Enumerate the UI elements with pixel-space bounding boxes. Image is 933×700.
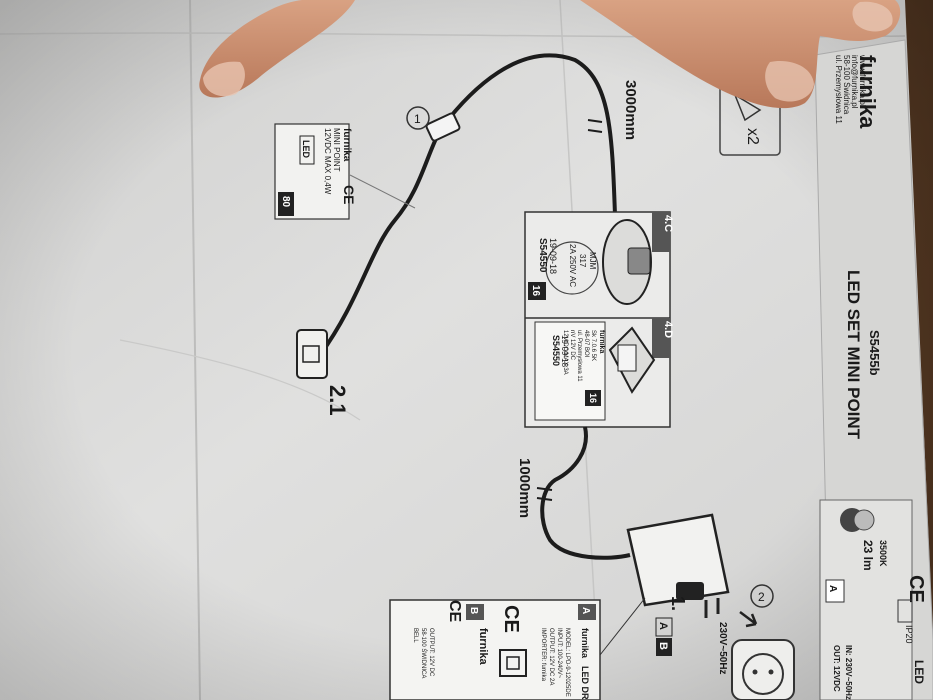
svg-text:1: 1 (414, 112, 421, 126)
mini-point-light (296, 329, 328, 379)
svg-text:23 lm: 23 lm (861, 540, 875, 571)
svg-text:MINI POINT: MINI POINT (332, 128, 341, 172)
quantity-label: x2 (744, 128, 761, 145)
switch-spec-seal (545, 241, 599, 295)
fingers (580, 0, 901, 109)
svg-text:OUT: 12VDC: OUT: 12VDC (832, 645, 841, 692)
wall-socket (731, 639, 795, 700)
svg-text:2: 2 (758, 590, 765, 604)
svg-text:A: A (580, 607, 591, 614)
svg-text:INPUT: 100-240V~: INPUT: 100-240V~ (556, 628, 562, 679)
product-title: LED SET MINI POINT (844, 270, 863, 440)
step-1-marker (406, 106, 430, 130)
svg-text:16: 16 (588, 393, 598, 403)
cable-length-3000: 3000mm (622, 80, 639, 140)
switch-4c-texts: MJM 317 2A 250V AC (568, 244, 597, 287)
step-1-label: 1. (668, 596, 688, 611)
ip-rating: IP20 (904, 625, 914, 644)
led-mark: LED (912, 660, 926, 684)
svg-text:LED DRIVER: LED DRIVER (580, 666, 590, 700)
step-2-1-label: 2.1 (325, 385, 350, 416)
cable-length-1000: 1000mm (516, 458, 533, 518)
svg-text:nV 12V DC: nV 12V DC (569, 330, 575, 361)
svg-text:ul. Przemysłowa 11: ul. Przemysłowa 11 (834, 55, 843, 124)
svg-text:BELL: BELL (412, 628, 418, 643)
svg-text:CE: CE (500, 605, 522, 633)
svg-text:B: B (468, 607, 479, 614)
code-4c: S54550 19-09-18 (537, 238, 558, 274)
step-2-marker (750, 584, 774, 608)
code-4d: S54550 19-09-18 (551, 335, 569, 368)
power-adapter (626, 513, 730, 607)
svg-text:furnika: furnika (598, 330, 605, 353)
svg-text:48-07 BOI: 48-07 BOI (583, 330, 589, 358)
plug-arrow (739, 611, 758, 628)
svg-text:MJM: MJM (588, 252, 597, 270)
driver-label (389, 599, 601, 700)
round-switch (602, 219, 652, 305)
svg-text:16: 16 (530, 285, 541, 297)
svg-text:furnika: furnika (477, 628, 489, 666)
svg-text:B: B (657, 642, 669, 650)
svg-text:317: 317 (578, 254, 587, 268)
mini-point-badge (278, 192, 294, 216)
svg-text:LED: LED (301, 140, 311, 159)
product-code: S5455b (867, 330, 882, 376)
svg-text:S54550: S54550 (551, 335, 561, 366)
svg-text:CE: CE (341, 185, 357, 204)
svg-text:12V/DC/MAX 3A: 12V/DC/MAX 3A (562, 330, 568, 375)
svg-text:furnika: furnika (580, 628, 590, 659)
address-block: ul. Przemysłowa 11 58-100 Świdnica info@… (834, 54, 867, 124)
io-specs: IN: 230V~50Hz OUT: 12VDC (832, 645, 853, 700)
ce-mark: CE (905, 575, 927, 603)
svg-text:furnika: furnika (341, 128, 352, 162)
svg-text:58-100 ŚWIDNICA: 58-100 ŚWIDNICA (420, 628, 428, 678)
svg-text:OUTPUT: 12V DC: OUTPUT: 12V DC (428, 628, 434, 677)
svg-text:19-09-18: 19-09-18 (560, 335, 569, 368)
svg-text:CE: CE (446, 600, 463, 623)
box-4d-title: 4.D (662, 321, 674, 338)
svg-text:2A 250V AC: 2A 250V AC (568, 244, 577, 287)
svg-text:19-09-18: 19-09-18 (548, 238, 558, 274)
cable-short (540, 426, 631, 560)
spec-texts: 3500K 23 lm (861, 540, 888, 571)
driver-specs: MODEL: LPD-9-12025DE INPUT: 100-240V~ OU… (540, 628, 570, 697)
svg-text:www.furnika.pl: www.furnika.pl (858, 54, 867, 107)
connector (425, 112, 461, 142)
driver-label-lines: OUTPUT: 12V DC 58-100 ŚWIDNICA BELL (412, 628, 434, 678)
svg-text:12VDC MAX 0,4W: 12VDC MAX 0,4W (323, 128, 332, 195)
svg-text:A: A (827, 585, 838, 592)
svg-text:58-100 Świdnica: 58-100 Świdnica (842, 55, 851, 115)
svg-text:S54550: S54550 (537, 238, 548, 273)
brand-logo: furnika (855, 55, 880, 129)
svg-text:IN: 230V~50Hz: IN: 230V~50Hz (844, 645, 853, 700)
svg-text:3500K: 3500K (878, 540, 888, 567)
svg-text:MODEL: LPD-9-12025DE: MODEL: LPD-9-12025DE (564, 628, 570, 697)
energy-class-box (825, 579, 845, 603)
box-4c-title: 4.C (662, 215, 674, 232)
mini-point-texts: furnika MINI POINT 12VDC MAX 0,4W (323, 128, 352, 195)
socket-voltage: 230V~50Hz (717, 622, 728, 675)
svg-text:A: A (657, 622, 669, 630)
svg-text:IMPORTER: furnika: IMPORTER: furnika (540, 628, 546, 682)
label-4d-texts: furnika Sk 7.0.6 5K 48-07 BOI ul. Przemy… (562, 330, 605, 382)
svg-text:Sk 7.0.6 5K: Sk 7.0.6 5K (590, 330, 596, 361)
svg-text:info@furnika.pl: info@furnika.pl (850, 55, 859, 109)
svg-text:OUTPUT: 12V DC 2A: OUTPUT: 12V DC 2A (548, 628, 554, 685)
driver-title: furnika LED DRIVER (580, 628, 590, 700)
svg-text:ul. Przemysłowa 11: ul. Przemysłowa 11 (576, 330, 582, 382)
svg-text:80: 80 (280, 196, 291, 208)
